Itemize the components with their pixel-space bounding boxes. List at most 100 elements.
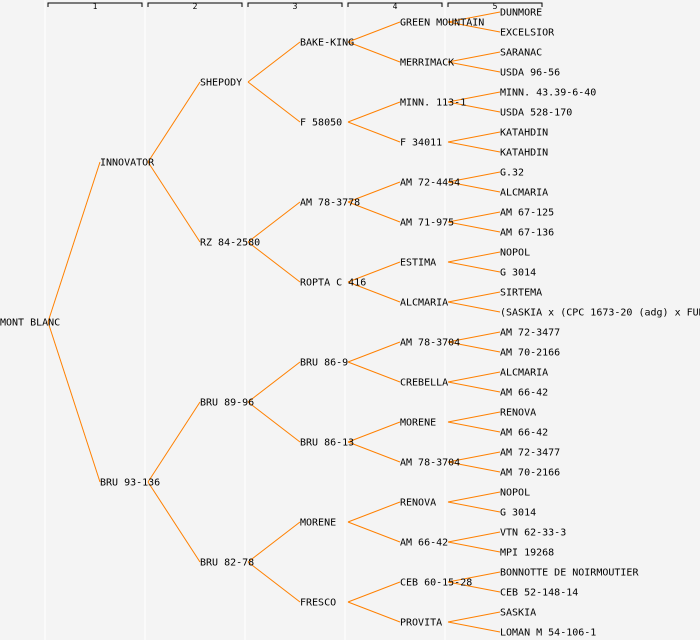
pedigree-node-gen-4[interactable]: MINN. 113-1 [400, 98, 466, 109]
pedigree-node-gen-4[interactable]: ESTIMA [400, 258, 436, 269]
pedigree-node-gen-3[interactable]: FRESCO [300, 598, 336, 609]
pedigree-edge [447, 611, 501, 623]
pedigree-node-gen-5[interactable]: SIRTEMA [500, 288, 542, 299]
pedigree-edge [347, 281, 401, 303]
pedigree-edge [447, 91, 501, 103]
pedigree-node-gen-5[interactable]: NOPOL [500, 488, 530, 499]
pedigree-node-gen-3[interactable]: F 58050 [300, 118, 342, 129]
pedigree-node-gen-5[interactable]: USDA 528-170 [500, 108, 572, 119]
pedigree-node-gen-5[interactable]: NOPOL [500, 248, 530, 259]
pedigree-node-gen-4[interactable]: F 34011 [400, 138, 442, 149]
pedigree-edge [447, 341, 501, 353]
generation-label: 5 [493, 2, 498, 11]
pedigree-node-gen-5[interactable]: AM 70-2166 [500, 348, 560, 359]
pedigree-node-gen-5[interactable]: AM 72-3477 [500, 448, 560, 459]
pedigree-node-gen-5[interactable]: (SASKIA x (CPC 1673-20 (adg) x FUR [500, 308, 700, 319]
pedigree-node-gen-5[interactable]: MPI 19268 [500, 548, 554, 559]
pedigree-node-gen-5[interactable]: BONNOTTE DE NOIRMOUTIER [500, 568, 639, 579]
pedigree-node-gen-3[interactable]: ROPTA C 416 [300, 278, 366, 289]
pedigree-node-gen-5[interactable]: USDA 96-56 [500, 68, 560, 79]
pedigree-edge [347, 421, 401, 443]
pedigree-node-gen-5[interactable]: CEB 52-148-14 [500, 588, 578, 599]
pedigree-edge [447, 301, 501, 313]
pedigree-node-gen-3[interactable]: BRU 86-13 [300, 438, 354, 449]
pedigree-node-gen-5[interactable]: DUNMORE [500, 8, 542, 19]
pedigree-node-gen-5[interactable]: SARANAC [500, 48, 542, 59]
pedigree-edge [447, 461, 501, 473]
pedigree-node-gen-4[interactable]: AM 78-3704 [400, 338, 460, 349]
pedigree-node-gen-3[interactable]: BRU 86-9 [300, 358, 348, 369]
pedigree-node-gen-4[interactable]: AM 66-42 [400, 538, 448, 549]
pedigree-node-gen-4[interactable]: RENOVA [400, 498, 436, 509]
pedigree-node-gen-4[interactable]: PROVITA [400, 618, 442, 629]
generation-label: 2 [193, 2, 198, 11]
pedigree-node-gen-4[interactable]: AM 71-975 [400, 218, 454, 229]
pedigree-node-gen-5[interactable]: ALCMARIA [500, 368, 548, 379]
pedigree-edge [447, 251, 501, 263]
pedigree-node-gen-5[interactable]: G 3014 [500, 268, 536, 279]
pedigree-edge [347, 121, 401, 143]
pedigree-node-gen-5[interactable]: AM 67-125 [500, 208, 554, 219]
column-separators [44, 0, 446, 640]
pedigree-node-gen-5[interactable]: RENOVA [500, 408, 536, 419]
pedigree-edge [447, 11, 501, 23]
pedigree-node-gen-4[interactable]: CEB 60-15-28 [400, 578, 472, 589]
pedigree-edge [447, 51, 501, 63]
pedigree-node-gen-5[interactable]: LOMAN M 54-106-1 [500, 628, 596, 639]
pedigree-edge [147, 81, 201, 163]
pedigree-node-gen-4[interactable]: GREEN MOUNTAIN [400, 18, 484, 29]
generation-bracket [447, 2, 543, 7]
pedigree-node-gen-1[interactable]: INNOVATOR [100, 158, 155, 169]
pedigree-node-gen-4[interactable]: AM 78-3704 [400, 458, 460, 469]
pedigree-edge [447, 141, 501, 153]
pedigree-node-gen-1[interactable]: BRU 93-136 [100, 478, 160, 489]
pedigree-edge [447, 221, 501, 233]
pedigree-node-gen-3[interactable]: AM 78-3778 [300, 198, 360, 209]
pedigree-edge [447, 411, 501, 423]
pedigree-edge [247, 81, 301, 123]
pedigree-node-gen-4[interactable]: AM 72-4454 [400, 178, 460, 189]
pedigree-edge [347, 101, 401, 123]
pedigree-node-gen-2[interactable]: RZ 84-2580 [200, 238, 260, 249]
pedigree-node-gen-5[interactable]: AM 72-3477 [500, 328, 560, 339]
pedigree-node-gen-2[interactable]: BRU 82-78 [200, 558, 254, 569]
pedigree-edge [447, 21, 501, 33]
pedigree-edge [447, 331, 501, 343]
pedigree-node-gen-4[interactable]: ALCMARIA [400, 298, 448, 309]
pedigree-edges [47, 11, 501, 633]
pedigree-edge [247, 201, 301, 243]
pedigree-node-gen-5[interactable]: AM 70-2166 [500, 468, 560, 479]
pedigree-node-gen-4[interactable]: CREBELLA [400, 378, 448, 389]
pedigree-edge [447, 211, 501, 223]
pedigree-edge [147, 161, 201, 243]
pedigree-node-gen-5[interactable]: SASKIA [500, 608, 536, 619]
pedigree-node-gen-2[interactable]: SHEPODY [200, 78, 242, 89]
pedigree-node-gen-3[interactable]: MORENE [300, 518, 336, 529]
pedigree-edge [347, 21, 401, 43]
pedigree-node-gen-4[interactable]: MORENE [400, 418, 436, 429]
pedigree-edge [347, 501, 401, 523]
pedigree-node-gen-5[interactable]: G 3014 [500, 508, 536, 519]
pedigree-node-gen-5[interactable]: MINN. 43.39-6-40 [500, 88, 596, 99]
pedigree-edge [347, 581, 401, 603]
pedigree-edge [147, 481, 201, 563]
pedigree-node-gen-5[interactable]: G.32 [500, 168, 524, 179]
generation-bracket [47, 2, 143, 7]
pedigree-node-gen-5[interactable]: AM 67-136 [500, 228, 554, 239]
pedigree-node-gen-5[interactable]: ALCMARIA [500, 188, 548, 199]
pedigree-node-gen-5[interactable]: KATAHDIN [500, 128, 548, 139]
pedigree-node-gen-0[interactable]: MONT BLANC [0, 318, 60, 329]
pedigree-edge [347, 601, 401, 623]
pedigree-edge [47, 161, 101, 323]
pedigree-node-gen-5[interactable]: EXCELSIOR [500, 28, 555, 39]
pedigree-node-gen-5[interactable]: AM 66-42 [500, 388, 548, 399]
generation-bracket [347, 2, 443, 7]
pedigree-node-gen-5[interactable]: VTN 62-33-3 [500, 528, 566, 539]
pedigree-edge [447, 501, 501, 513]
pedigree-node-gen-4[interactable]: MERRIMACK [400, 58, 454, 69]
pedigree-node-gen-5[interactable]: AM 66-42 [500, 428, 548, 439]
pedigree-node-gen-3[interactable]: BAKE-KING [300, 38, 354, 49]
pedigree-node-gen-5[interactable]: KATAHDIN [500, 148, 548, 159]
pedigree-node-gen-2[interactable]: BRU 89-96 [200, 398, 254, 409]
